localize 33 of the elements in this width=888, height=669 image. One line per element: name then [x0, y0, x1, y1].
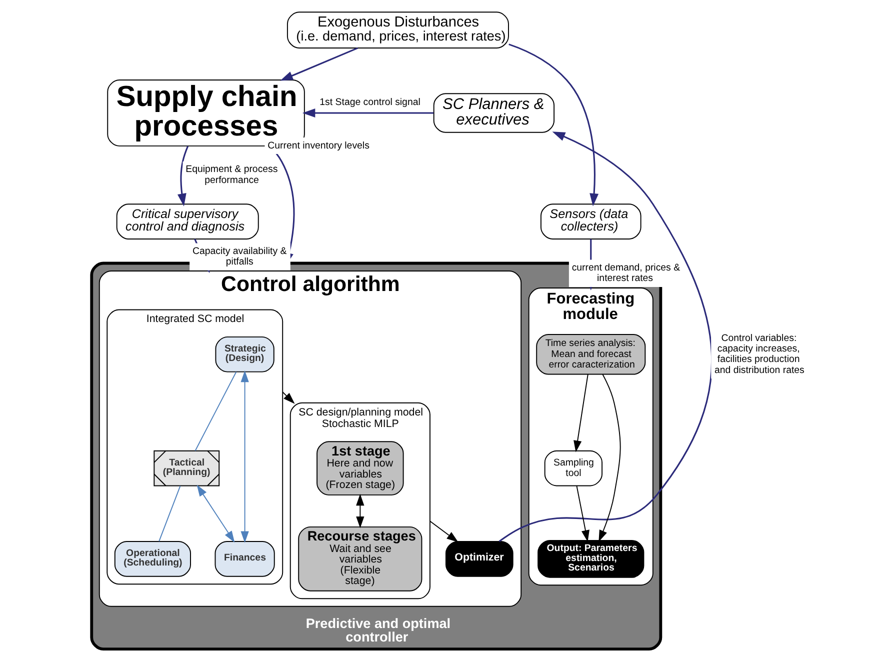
arrow: [280, 47, 358, 81]
arrow: [576, 485, 589, 542]
node-box: 1st stage Here and now variables (Frozen stage): [316, 441, 404, 496]
node-box: Recourse stages Wait and see variables (Flexible stage): [298, 526, 422, 592]
edge-label: current demand, prices & interest rates: [571, 262, 680, 284]
node-box: Sampling tool: [544, 450, 602, 486]
arrow: [428, 520, 458, 542]
arrow: [356, 494, 364, 528]
arrow: [573, 374, 588, 452]
node-box: Exogenous Disturbances (i.e. demand, prices, interest rates): [286, 12, 508, 49]
arrow: [508, 44, 598, 206]
node-box: Critical supervisory control and diagnosis: [116, 204, 258, 240]
edge-label: Control variables: capacity increases, facilities production and distribution rates: [714, 332, 804, 376]
node-box: Optimizer: [444, 540, 513, 577]
edge-label: Current inventory levels: [267, 140, 369, 152]
node-box: SC Planners & executives: [432, 93, 554, 133]
edge-label: Equipment & process performance: [185, 164, 278, 186]
connector: [158, 485, 180, 542]
arrow: [302, 108, 434, 118]
arrow: [598, 374, 620, 542]
node-box: Operational (Scheduling): [114, 540, 190, 577]
node-box: Time series analysis: Mean and forecast error caracterization: [536, 334, 646, 375]
node-box: Output: Parameters estimation, Scenarios: [537, 540, 644, 578]
node-box: Finances: [214, 540, 274, 577]
arrow: [240, 370, 248, 543]
connector: [194, 371, 236, 452]
arrow: [176, 146, 188, 206]
arrow: [196, 484, 234, 543]
node-box: Strategic (Design): [214, 336, 274, 372]
node-box: Sensors (data collecters): [540, 204, 641, 240]
edge-label: 1st Stage control signal: [319, 96, 420, 108]
arrow: [498, 132, 712, 542]
arrow: [282, 392, 294, 404]
